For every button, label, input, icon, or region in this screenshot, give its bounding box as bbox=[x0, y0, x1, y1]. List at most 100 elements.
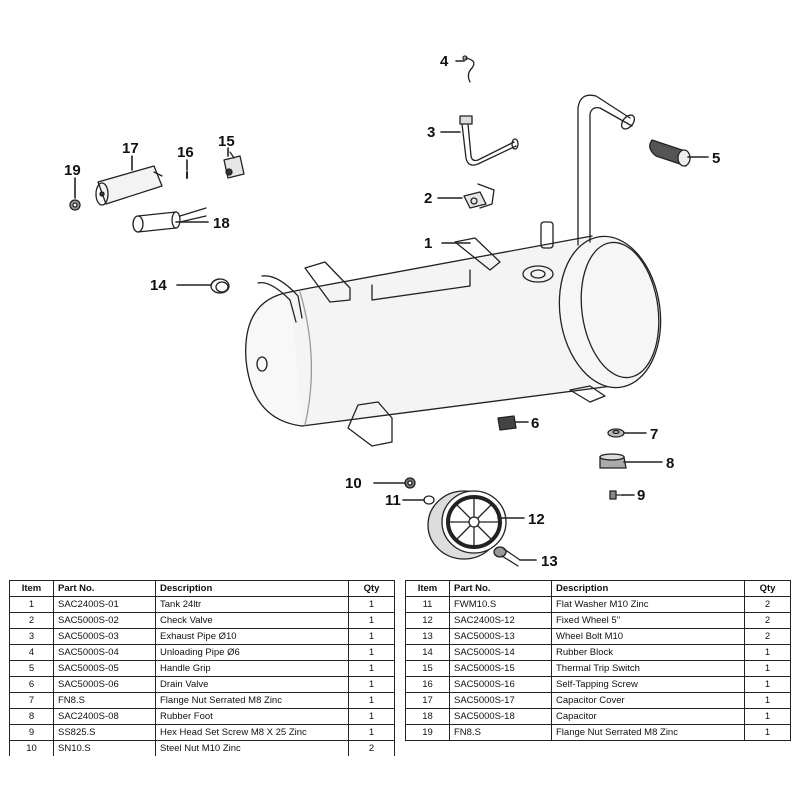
callout-13: 13 bbox=[541, 553, 558, 570]
callout-2: 2 bbox=[424, 190, 432, 207]
cell-item: 9 bbox=[9, 724, 54, 741]
callout-8: 8 bbox=[666, 455, 674, 472]
callout-19: 19 bbox=[64, 162, 81, 179]
cell-item: 7 bbox=[9, 692, 54, 709]
exploded-parts-diagram: 1 2 3 4 5 6 7 8 9 10 11 12 13 14 15 16 1… bbox=[64, 53, 720, 570]
capacitor-cover-part-17 bbox=[95, 165, 163, 206]
drain-valve-part-6 bbox=[497, 415, 517, 431]
cell-description: Rubber Block bbox=[551, 644, 745, 661]
callout-1: 1 bbox=[424, 235, 432, 252]
unloading-pipe-part-4 bbox=[462, 55, 475, 83]
cell-part-no: SAC5000S-17 bbox=[449, 692, 552, 709]
callout-6: 6 bbox=[531, 415, 539, 432]
cell-qty: 2 bbox=[348, 740, 395, 756]
cell-part-no: SAC5000S-02 bbox=[53, 612, 156, 629]
cell-part-no: SAC2400S-01 bbox=[53, 596, 156, 613]
cell-item: 15 bbox=[405, 660, 450, 677]
cell-description: Flange Nut Serrated M8 Zinc bbox=[551, 724, 745, 741]
cell-description: Flange Nut Serrated M8 Zinc bbox=[155, 692, 349, 709]
header-qty: Qty bbox=[348, 580, 395, 597]
cell-description: Rubber Foot bbox=[155, 708, 349, 725]
header-item: Item bbox=[405, 580, 450, 597]
cell-description: Drain Valve bbox=[155, 676, 349, 693]
cell-qty: 1 bbox=[744, 708, 791, 725]
cell-qty: 1 bbox=[348, 708, 395, 725]
callout-10: 10 bbox=[345, 475, 362, 492]
thermal-trip-switch-part-15 bbox=[223, 151, 245, 179]
rubber-foot-part-8 bbox=[599, 453, 627, 469]
cell-item: 5 bbox=[9, 660, 54, 677]
header-qty: Qty bbox=[744, 580, 791, 597]
rubber-block-part-14 bbox=[210, 278, 230, 294]
cell-part-no: SAC5000S-13 bbox=[449, 628, 552, 645]
cell-description: Thermal Trip Switch bbox=[551, 660, 745, 677]
cell-item: 8 bbox=[9, 708, 54, 725]
check-valve-part-2 bbox=[463, 183, 495, 209]
callout-12: 12 bbox=[528, 511, 545, 528]
cell-qty: 1 bbox=[744, 660, 791, 677]
cell-item: 11 bbox=[405, 596, 450, 613]
cell-part-no: SAC5000S-03 bbox=[53, 628, 156, 645]
callout-15: 15 bbox=[218, 133, 235, 150]
cell-item: 13 bbox=[405, 628, 450, 645]
cell-item: 6 bbox=[9, 676, 54, 693]
cell-item: 18 bbox=[405, 708, 450, 725]
cell-item: 3 bbox=[9, 628, 54, 645]
cell-description: Capacitor Cover bbox=[551, 692, 745, 709]
cell-item: 19 bbox=[405, 724, 450, 741]
cell-part-no: SAC5000S-14 bbox=[449, 644, 552, 661]
header-description: Description bbox=[551, 580, 745, 597]
cell-description: Exhaust Pipe Ø10 bbox=[155, 628, 349, 645]
cell-part-no: FN8.S bbox=[53, 692, 156, 709]
cell-part-no: SAC2400S-08 bbox=[53, 708, 156, 725]
callout-14: 14 bbox=[150, 277, 167, 294]
cell-item: 10 bbox=[9, 740, 54, 756]
header-item: Item bbox=[9, 580, 54, 597]
cell-qty: 1 bbox=[348, 660, 395, 677]
header-description: Description bbox=[155, 580, 349, 597]
cell-description: Capacitor bbox=[551, 708, 745, 725]
cell-item: 14 bbox=[405, 644, 450, 661]
cell-qty: 1 bbox=[744, 644, 791, 661]
cell-part-no: SAC5000S-05 bbox=[53, 660, 156, 677]
capacitor-part-18 bbox=[132, 207, 207, 233]
wheel-bolt-part-13 bbox=[493, 546, 521, 567]
callout-4: 4 bbox=[440, 53, 449, 70]
cell-part-no: SAC5000S-06 bbox=[53, 676, 156, 693]
cell-part-no: FWM10.S bbox=[449, 596, 552, 613]
callout-numbers: 1 2 3 4 5 6 7 8 9 10 11 12 13 14 15 16 1… bbox=[64, 53, 720, 570]
table-header-row: Item Part No. Description Qty bbox=[9, 580, 395, 597]
cell-description: Hex Head Set Screw M8 X 25 Zinc bbox=[155, 724, 349, 741]
cell-qty: 1 bbox=[348, 596, 395, 613]
cell-part-no: SAC5000S-18 bbox=[449, 708, 552, 725]
cell-item: 16 bbox=[405, 676, 450, 693]
cell-part-no: SAC2400S-12 bbox=[449, 612, 552, 629]
cell-item: 1 bbox=[9, 596, 54, 613]
callout-7: 7 bbox=[650, 426, 658, 443]
callout-16: 16 bbox=[177, 144, 194, 161]
cell-qty: 1 bbox=[348, 644, 395, 661]
cell-part-no: SAC5000S-16 bbox=[449, 676, 552, 693]
leader-lines bbox=[74, 60, 709, 561]
cell-part-no: SAC5000S-04 bbox=[53, 644, 156, 661]
header-part-no: Part No. bbox=[53, 580, 156, 597]
tank-part-1 bbox=[245, 94, 662, 447]
cell-part-no: SAC5000S-15 bbox=[449, 660, 552, 677]
callout-5: 5 bbox=[712, 150, 720, 167]
cell-qty: 1 bbox=[348, 612, 395, 629]
cell-item: 17 bbox=[405, 692, 450, 709]
